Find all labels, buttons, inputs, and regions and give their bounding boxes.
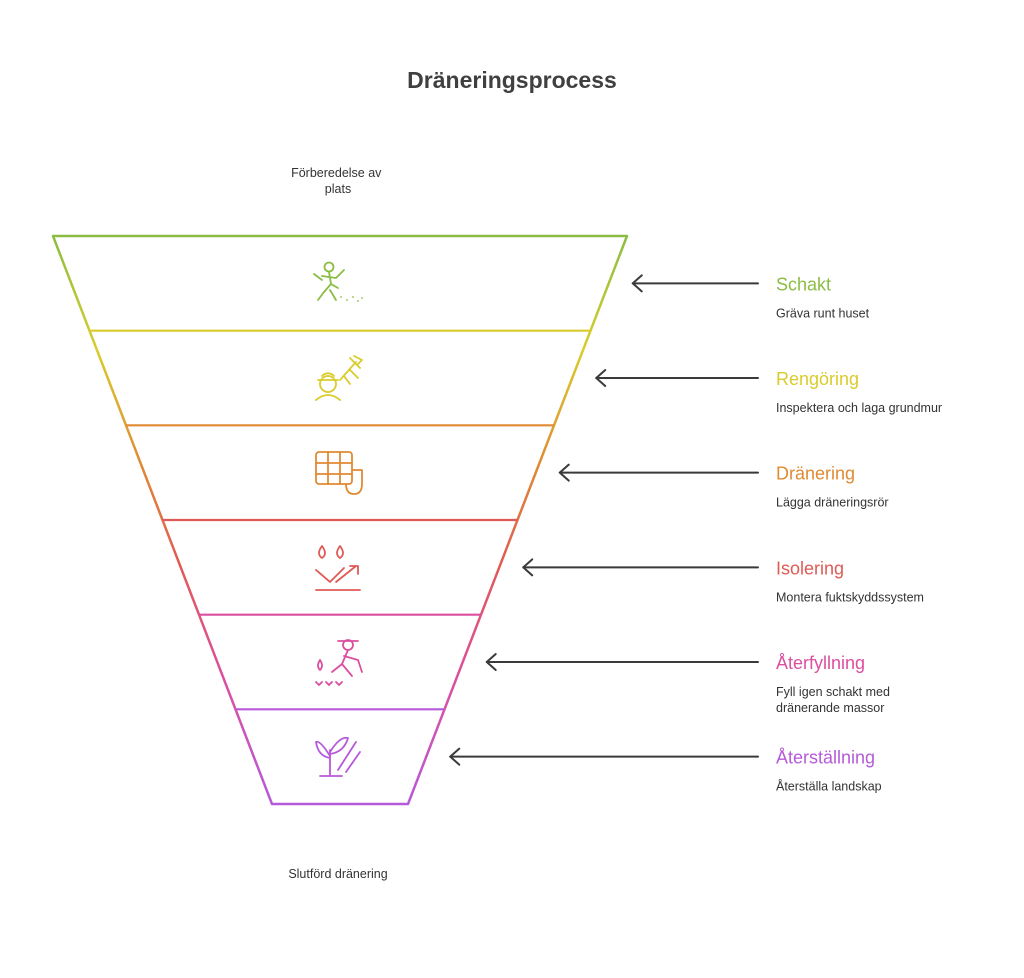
top-note-line-2: plats — [325, 182, 351, 196]
stage-arrow — [595, 369, 759, 387]
top-note: Förberedelse av plats — [291, 166, 385, 196]
stage-description: Återställa landskap — [776, 779, 882, 794]
water-drops-trend-icon — [315, 545, 361, 591]
grid-pipe-icon — [315, 451, 363, 495]
bottom-note: Slutförd dränering — [288, 867, 387, 881]
stage-arrow — [449, 747, 759, 766]
stage-description: Fyll igen schakt med — [776, 685, 890, 699]
stage-dividers — [89, 329, 591, 711]
stage-title: Återfyllning — [776, 653, 865, 673]
stage-title: Dränering — [776, 464, 855, 484]
stage-description: Lägga dräneringsrör — [776, 496, 889, 510]
stage-title: Isolering — [776, 558, 844, 578]
sprout-landscape-icon — [315, 736, 361, 777]
shoveling-worker-icon — [315, 639, 363, 686]
top-note-line-1: Förberedelse av — [291, 166, 382, 180]
stage-description: Montera fuktskyddssystem — [776, 590, 924, 604]
stage-description: dränerande massor — [776, 701, 884, 715]
stage-title: Rengöring — [776, 369, 859, 389]
diagram-title: Dräneringsprocess — [407, 67, 617, 93]
stage-description: Inspektera och laga grundmur — [776, 401, 942, 415]
stage-title: Schakt — [776, 274, 831, 294]
stage-arrow — [522, 558, 759, 577]
stage-title: Återställning — [776, 748, 875, 768]
stage-arrow — [485, 653, 759, 671]
digging-worker-icon — [313, 261, 363, 302]
stage-description: Gräva runt huset — [776, 306, 870, 320]
stage-arrow — [558, 463, 759, 482]
worker-tools-icon — [315, 355, 363, 401]
stage-arrow — [631, 274, 759, 293]
